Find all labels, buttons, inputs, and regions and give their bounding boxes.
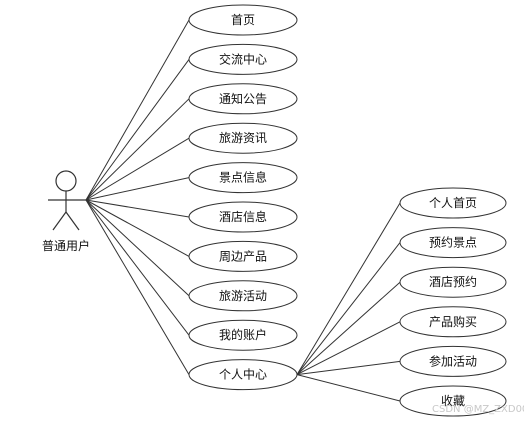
use-case[interactable]: 酒店信息	[188, 201, 298, 233]
actor: 普通用户	[42, 170, 90, 253]
use-case-ellipse[interactable]	[188, 43, 298, 75]
use-case-label: 通知公告	[219, 92, 267, 106]
association-line	[85, 177, 190, 201]
sub-use-case[interactable]: 酒店预约	[399, 266, 507, 298]
use-case-ellipse[interactable]	[188, 280, 298, 312]
sub-use-case[interactable]: 个人首页	[399, 187, 507, 219]
use-case-label: 旅游活动	[219, 289, 267, 303]
use-case-ellipse[interactable]	[188, 162, 298, 194]
use-case[interactable]: 旅游资讯	[188, 122, 298, 154]
use-case-ellipse[interactable]	[188, 359, 298, 391]
use-case-label: 周边产品	[219, 249, 267, 263]
use-case[interactable]: 旅游活动	[188, 280, 298, 312]
sub-use-case-label: 参加活动	[429, 353, 477, 368]
actor-left-leg	[52, 211, 67, 231]
actor-associations	[85, 19, 190, 375]
use-case[interactable]: 周边产品	[188, 240, 298, 272]
actor-right-leg	[65, 211, 80, 231]
sub-use-case-label: 收藏	[441, 394, 465, 408]
use-case-ellipse[interactable]	[188, 240, 298, 272]
watermark: CSDN @MZ_ZXD001	[432, 404, 524, 415]
include-line	[296, 321, 401, 376]
sub-use-case-ellipse[interactable]	[399, 266, 507, 298]
association-line	[85, 199, 190, 297]
sub-use-case-ellipse[interactable]	[399, 187, 507, 219]
use-case-label: 个人中心	[219, 367, 267, 382]
include-line	[296, 281, 401, 375]
sub-use-case-ellipse[interactable]	[399, 306, 507, 338]
association-line	[85, 98, 190, 201]
use-case-ellipse[interactable]	[188, 83, 298, 115]
sub-use-case-ellipse[interactable]	[399, 385, 507, 417]
sub-use-case-label: 预约景点	[429, 235, 477, 250]
use-case-ellipse[interactable]	[188, 4, 298, 36]
include-line	[296, 202, 401, 375]
include-line	[296, 374, 401, 402]
use-case-ellipse[interactable]	[188, 319, 298, 351]
sub-use-case-label: 个人首页	[429, 196, 477, 210]
use-case-label: 首页	[231, 13, 255, 27]
sub-use-case[interactable]: 参加活动	[399, 345, 507, 377]
association-line	[85, 137, 190, 201]
use-case[interactable]: 首页	[188, 4, 298, 36]
association-line	[85, 199, 190, 336]
use-case-label: 酒店信息	[219, 209, 267, 224]
use-case-ellipse[interactable]	[188, 201, 298, 233]
association-line	[85, 199, 190, 218]
actor-head	[55, 170, 77, 192]
use-case[interactable]: 个人中心	[188, 359, 298, 391]
use-case[interactable]: 我的账户	[188, 319, 298, 351]
use-case-ellipse[interactable]	[188, 122, 298, 154]
sub-use-case-label: 产品购买	[429, 314, 477, 329]
sub-use-case[interactable]: 产品购买	[399, 306, 507, 338]
include-line	[296, 360, 401, 376]
include-line	[296, 242, 401, 375]
sub-use-case[interactable]: 收藏	[399, 385, 507, 417]
use-case-label: 旅游资讯	[219, 131, 267, 145]
association-line	[85, 59, 190, 201]
use-case[interactable]: 景点信息	[188, 162, 298, 194]
association-line	[85, 19, 190, 201]
association-line	[85, 199, 190, 375]
use-case[interactable]: 交流中心	[188, 43, 298, 75]
sub-use-case-ellipse[interactable]	[399, 345, 507, 377]
sub-use-case-ellipse[interactable]	[399, 227, 507, 259]
use-case-label: 交流中心	[219, 51, 267, 66]
use-case[interactable]: 通知公告	[188, 83, 298, 115]
use-case-label: 景点信息	[219, 170, 267, 185]
sub-use-case[interactable]: 预约景点	[399, 227, 507, 259]
sub-associations	[296, 202, 401, 402]
association-line	[85, 199, 190, 257]
actor-label: 普通用户	[42, 238, 90, 253]
sub-use-case-label: 酒店预约	[429, 274, 477, 289]
use-case-label: 我的账户	[219, 327, 267, 342]
